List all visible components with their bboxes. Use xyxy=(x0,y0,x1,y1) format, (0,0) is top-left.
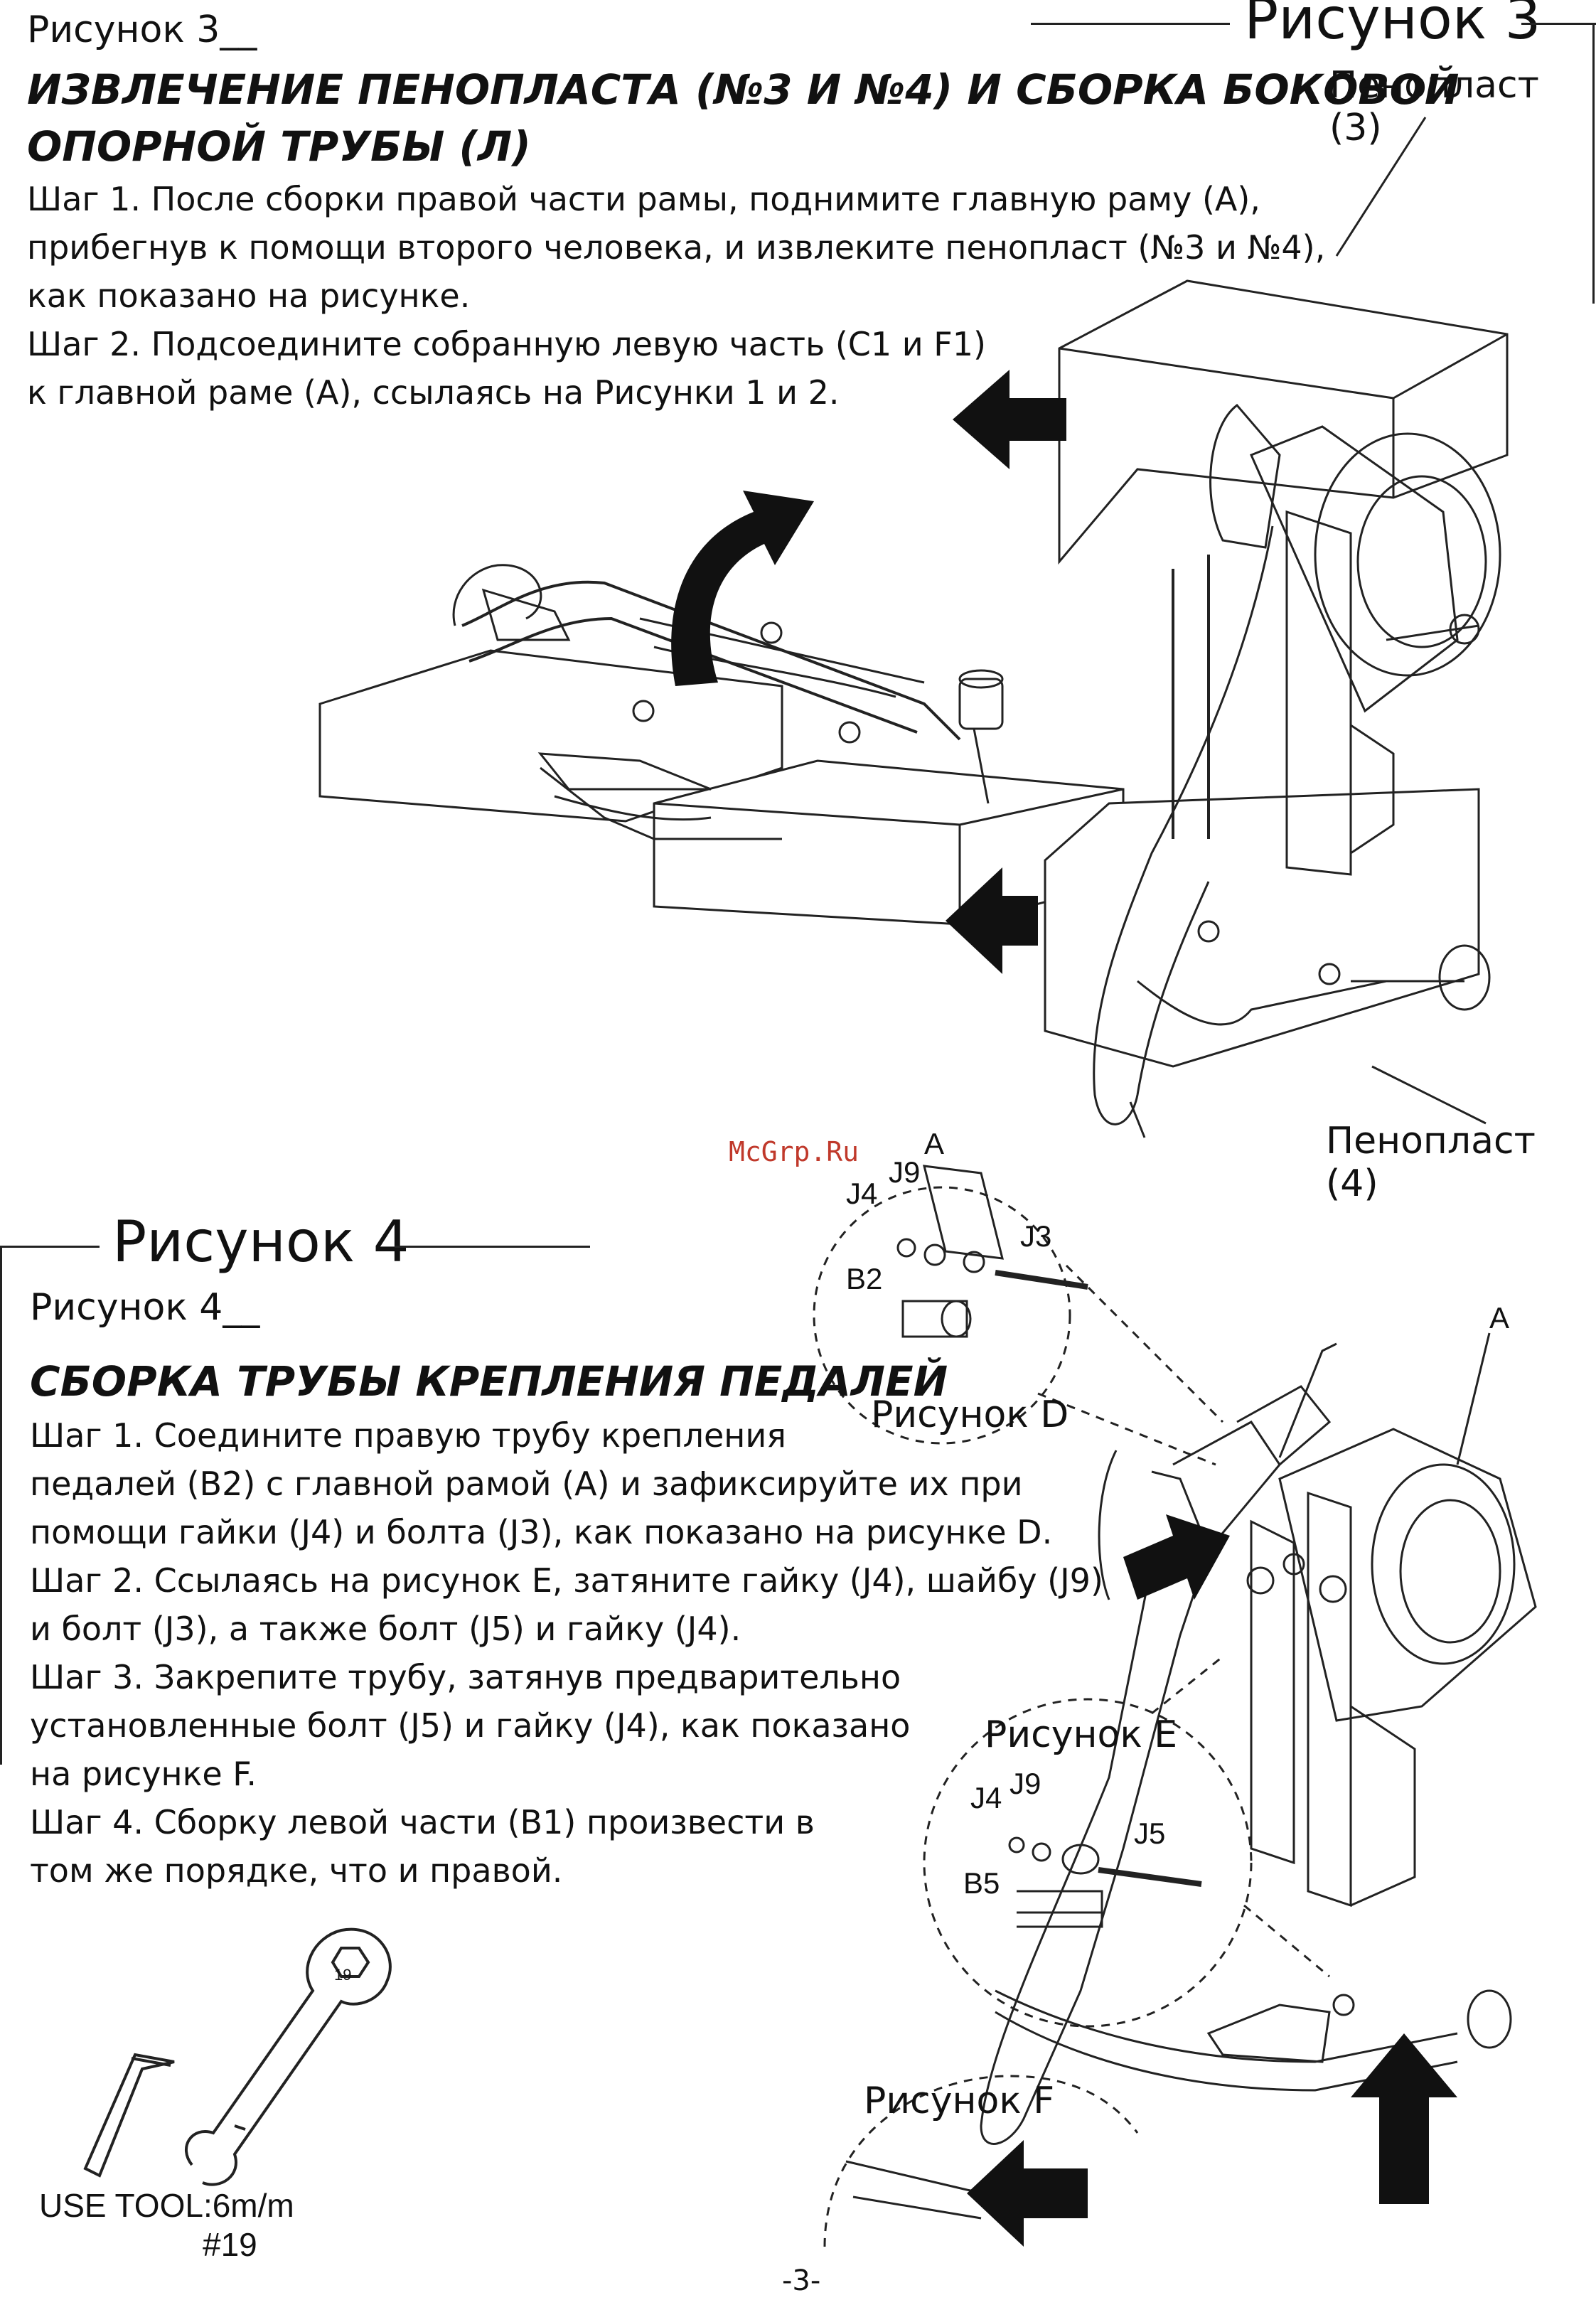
detail-e-part-j9: J9 xyxy=(1009,1767,1041,1800)
section3-step-line: прибегнув к помощи второго человека, и и… xyxy=(27,228,1326,267)
section3-title-line1: ИЗВЛЕЧЕНИЕ ПЕНОПЛАСТА (№3 И №4) И СБОРКА… xyxy=(27,65,1460,114)
figure3-rule-left xyxy=(1031,23,1230,25)
wrench-size-mark: 19 xyxy=(334,1966,352,1984)
detail-d-part-a: A xyxy=(924,1127,945,1160)
section3-step-line: Шаг 1. После сборки правой части рамы, п… xyxy=(27,180,1260,218)
figure4-rule-right xyxy=(395,1246,590,1248)
foam4-label: Пенопласт (4) xyxy=(1326,1120,1536,1205)
detail-d-part-b2: B2 xyxy=(846,1262,883,1295)
section3-step-line: Шаг 2. Подсоедините собранную левую част… xyxy=(27,325,986,363)
section4-step-line: Шаг 2. Ссылаясь на рисунок E, затяните г… xyxy=(30,1561,1103,1600)
section4-steps: Шаг 1. Соедините правую трубу крепления … xyxy=(30,1411,1103,1895)
detail-d-part-j9: J9 xyxy=(889,1155,921,1189)
section4-step-line: и болт (J3), а также болт (J5) и гайку (… xyxy=(30,1610,741,1648)
section4-title: СБОРКА ТРУБЫ КРЕПЛЕНИЯ ПЕДАЛЕЙ xyxy=(30,1357,948,1406)
section3-step-line: как показано на рисунке. xyxy=(27,277,471,315)
section4-step-line: Шаг 4. Сборку левой части (B1) произвест… xyxy=(30,1803,815,1841)
section4-step-line: том же порядке, что и правой. xyxy=(30,1851,563,1890)
figure3-rule-vertical xyxy=(1592,23,1595,304)
detail-f-title: Рисунок F xyxy=(864,2080,1055,2122)
section4-step-line: Шаг 3. Закрепите трубу, затянув предвари… xyxy=(30,1658,901,1696)
section3-steps: Шаг 1. После сборки правой части рамы, п… xyxy=(27,175,1325,417)
detail-d-part-j3: J3 xyxy=(1020,1219,1052,1253)
figure4-rule-vertical xyxy=(0,1246,2,1765)
detail-e-part-j5: J5 xyxy=(1134,1817,1166,1850)
page-number: -3- xyxy=(782,2264,821,2297)
tool-size: #19 xyxy=(203,2226,257,2263)
figure4-rule-left xyxy=(0,1246,100,1248)
detail-e-part-j4: J4 xyxy=(970,1781,1002,1814)
section4-code: Рисунок 4__ xyxy=(30,1286,260,1329)
frame-label-a: A xyxy=(1489,1301,1510,1334)
detail-e-title: Рисунок E xyxy=(985,1713,1178,1756)
watermark: McGrp.Ru xyxy=(729,1136,859,1167)
detail-e-part-b5: B5 xyxy=(963,1866,1000,1900)
section4-step-line: установленные болт (J5) и гайку (J4), ка… xyxy=(30,1706,911,1745)
section4-step-line: Шаг 1. Соедините правую трубу крепления xyxy=(30,1416,786,1455)
section4-step-line: педалей (B2) с главной рамой (A) и зафик… xyxy=(30,1465,1023,1503)
foam3-label: Пенопласт (3) xyxy=(1329,64,1539,149)
section3-title-line2: ОПОРНОЙ ТРУБЫ (Л) xyxy=(27,122,531,171)
tool-label: USE TOOL:6m/m xyxy=(39,2187,294,2224)
section3-code: Рисунок 3__ xyxy=(27,9,257,51)
detail-d-title: Рисунок D xyxy=(871,1394,1069,1436)
section4-step-line: помощи гайки (J4) и болта (J3), как пока… xyxy=(30,1513,1053,1551)
section4-step-line: на рисунке F. xyxy=(30,1755,257,1793)
section3-step-line: к главной раме (A), ссылаясь на Рисунки … xyxy=(27,373,840,412)
figure3-rule-right xyxy=(1521,23,1596,25)
detail-d-part-j4: J4 xyxy=(846,1177,878,1210)
figure3-title: Рисунок 3 xyxy=(1244,0,1541,52)
figure4-title: Рисунок 4 xyxy=(112,1209,409,1275)
